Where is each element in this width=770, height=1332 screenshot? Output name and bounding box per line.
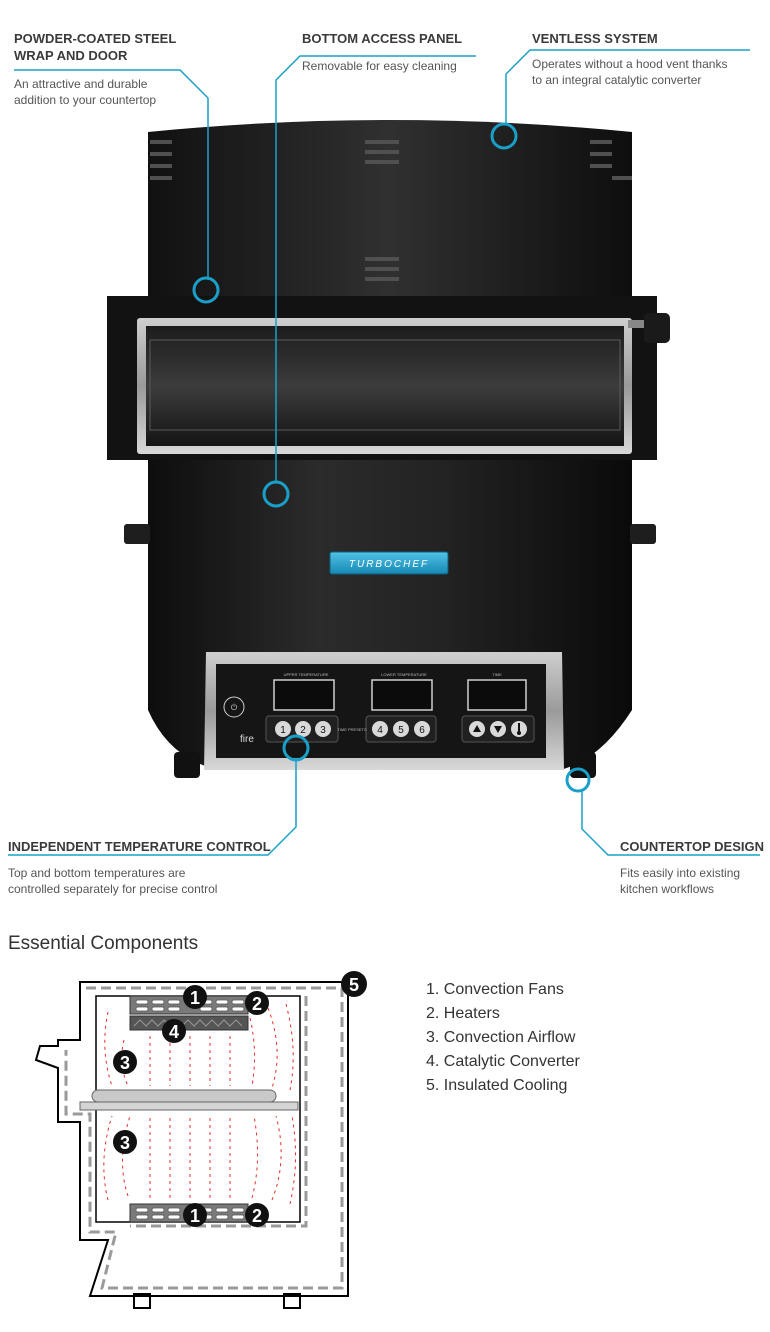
countertop-title: COUNTERTOP DESIGN bbox=[620, 839, 764, 854]
upper-temperature-display bbox=[273, 679, 335, 711]
power-button[interactable] bbox=[223, 696, 245, 718]
control-panel: UPPER TEMPERATURE LOWER TEMPERATURE TIME… bbox=[204, 652, 564, 770]
svg-text:TIME: TIME bbox=[492, 672, 502, 677]
svg-text:4: 4 bbox=[169, 1022, 179, 1042]
temperature-control-title: INDEPENDENT TEMPERATURE CONTROL bbox=[8, 839, 271, 854]
temperature-control-description: Top and bottom temperatures are controll… bbox=[8, 866, 218, 896]
legend-item: 2. Heaters bbox=[426, 1005, 500, 1022]
oven-cavity bbox=[95, 995, 301, 1223]
svg-text:1: 1 bbox=[190, 988, 200, 1008]
svg-text:LOWER TEMPERATURE: LOWER TEMPERATURE bbox=[381, 672, 427, 677]
fire-brand-label: fire bbox=[240, 734, 254, 745]
ventless-title: VENTLESS SYSTEM bbox=[532, 31, 658, 46]
legend-item: 3. Convection Airflow bbox=[426, 1029, 576, 1046]
svg-text:TIME PRESETS: TIME PRESETS bbox=[337, 727, 367, 732]
right-foot bbox=[570, 752, 596, 778]
powder-coated-title: POWDER-COATED STEEL WRAP AND DOOR bbox=[14, 31, 177, 63]
svg-text:3: 3 bbox=[120, 1053, 130, 1073]
left-foot bbox=[174, 752, 200, 778]
svg-text:1: 1 bbox=[190, 1206, 200, 1226]
svg-text:2: 2 bbox=[252, 1206, 262, 1226]
legend-item: 1. Convection Fans bbox=[426, 981, 564, 998]
svg-text:6: 6 bbox=[419, 725, 425, 736]
svg-text:3: 3 bbox=[120, 1133, 130, 1153]
right-side-knob bbox=[630, 524, 656, 544]
svg-text:1: 1 bbox=[280, 725, 286, 736]
top-housing bbox=[148, 120, 632, 298]
oven-illustration: TURBOCHEF UPPER TEMPERATURE LOWER TEMPER… bbox=[8, 49, 760, 856]
preset-buttons[interactable]: 1 2 3 4 5 6 bbox=[275, 721, 430, 737]
bottom-access-description: Removable for easy cleaning bbox=[302, 59, 457, 73]
components-legend: 1. Convection Fans 2. Heaters 3. Convect… bbox=[426, 978, 580, 1098]
component-markers: 1 2 3 4 5 3 1 2 bbox=[113, 971, 367, 1227]
callout-lines bbox=[8, 49, 760, 856]
turbochef-logo: TURBOCHEF bbox=[329, 551, 449, 575]
powder-coated-description: An attractive and durable addition to yo… bbox=[14, 77, 157, 107]
svg-text:UPPER TEMPERATURE: UPPER TEMPERATURE bbox=[284, 672, 329, 677]
legend-item: 5. Insulated Cooling bbox=[426, 1077, 568, 1094]
callout-markers bbox=[192, 122, 591, 793]
bottom-access-title: BOTTOM ACCESS PANEL bbox=[302, 31, 463, 46]
door-handle[interactable] bbox=[628, 313, 670, 343]
cooling-path bbox=[64, 986, 344, 1290]
convection-airflow bbox=[103, 1003, 297, 1205]
svg-text:5: 5 bbox=[398, 725, 404, 736]
svg-text:⏻: ⏻ bbox=[231, 703, 238, 712]
door-window bbox=[146, 326, 624, 446]
time-display bbox=[467, 679, 527, 711]
vent-slots bbox=[150, 140, 632, 281]
svg-text:3: 3 bbox=[320, 725, 326, 736]
left-side-knob bbox=[124, 524, 150, 544]
ventless-description: Operates without a hood vent thanks to a… bbox=[532, 57, 728, 87]
legend-item: 4. Catalytic Converter bbox=[426, 1053, 580, 1070]
components-heading: Essential Components bbox=[8, 933, 199, 954]
countertop-description: Fits easily into existing kitchen workfl… bbox=[620, 866, 741, 896]
svg-text:2: 2 bbox=[252, 994, 262, 1014]
svg-text:4: 4 bbox=[377, 725, 383, 736]
lower-temperature-display bbox=[371, 679, 433, 711]
svg-text:5: 5 bbox=[349, 975, 359, 995]
svg-text:2: 2 bbox=[300, 725, 306, 736]
svg-text:TURBOCHEF: TURBOCHEF bbox=[349, 559, 429, 570]
oven-shell bbox=[34, 981, 349, 1297]
